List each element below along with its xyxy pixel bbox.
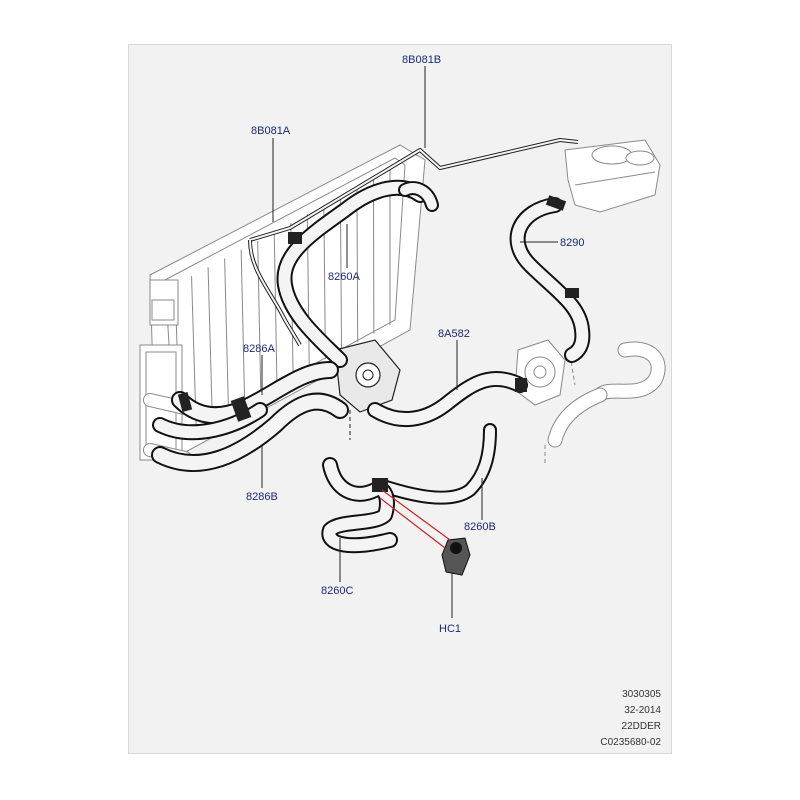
leader-lines — [261, 66, 558, 618]
hoses-group — [151, 179, 591, 554]
callout-labels: 8B081B 8B081A 8290 8260A 8A582 8286A 828… — [243, 54, 584, 635]
callout-8260c: 8260C — [321, 585, 353, 597]
footer-code-3: 22DDER — [622, 721, 661, 732]
hose-8290-fill — [511, 199, 589, 361]
hose-8260c-fill — [323, 459, 396, 552]
callout-8b081a: 8B081A — [251, 125, 291, 137]
radiator-fin — [273, 231, 278, 385]
radiator-fin — [224, 258, 229, 410]
expansion-tank-ghost — [564, 139, 661, 213]
hose-8260a-outlet-fill — [400, 183, 437, 210]
hose-8260a-fill — [278, 181, 426, 366]
callout-8260a: 8260A — [328, 271, 360, 283]
callout-8b081b: 8B081B — [402, 54, 441, 66]
thermostat-housing — [334, 339, 401, 440]
radiator-fin — [356, 187, 359, 342]
footer-code-1: 3030305 — [622, 689, 661, 700]
hose-8286b-fill — [153, 394, 347, 470]
clamps — [177, 195, 579, 492]
ghost-hoses-right — [544, 341, 666, 465]
footer-codes: 3030305 32-2014 22DDER C0235680-02 — [600, 689, 661, 748]
callout-8286a: 8286A — [243, 343, 275, 355]
footer-code-2: 32-2014 — [624, 705, 661, 716]
radiator-fin — [207, 267, 213, 419]
water-pump-ghost — [514, 339, 566, 406]
callout-8260b: 8260B — [464, 521, 496, 533]
callout-8286b: 8286B — [246, 491, 278, 503]
pipe-8b081 — [248, 138, 579, 347]
radiator-fin — [257, 240, 262, 393]
hose-8a582-fill — [369, 372, 526, 426]
hose-8260b-fill — [375, 425, 495, 503]
radiator-fin — [240, 249, 246, 402]
callout-8a582: 8A582 — [438, 328, 470, 340]
callout-hc1: HC1 — [439, 623, 461, 635]
callout-8290: 8290 — [560, 237, 584, 249]
footer-code-4: C0235680-02 — [600, 737, 661, 748]
hc1-sensor — [379, 489, 471, 576]
